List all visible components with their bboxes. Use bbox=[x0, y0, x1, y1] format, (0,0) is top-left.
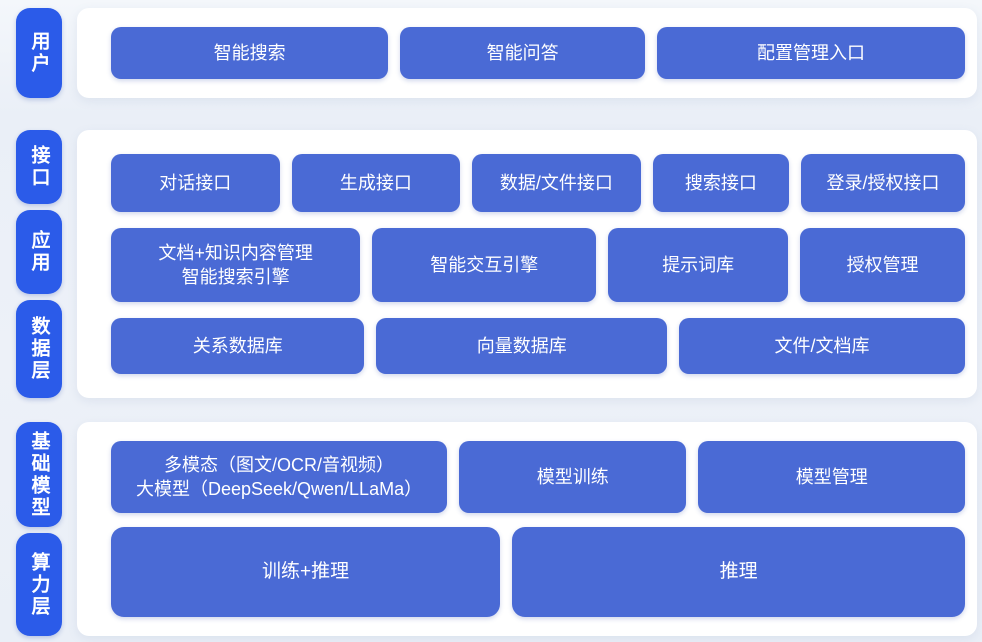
section-user-layer: 用户 智能搜索 智能问答 配置管理入口 bbox=[0, 8, 982, 98]
row-interfaces: 对话接口 生成接口 数据/文件接口 搜索接口 登录/授权接口 bbox=[111, 154, 965, 212]
layer-label-data-layer: 数据层 bbox=[16, 299, 62, 398]
box-file-doc-store: 文件/文档库 bbox=[679, 318, 965, 374]
box-config-management-entry: 配置管理入口 bbox=[657, 27, 965, 79]
box-model-training: 模型训练 bbox=[459, 441, 687, 513]
row-data-stores: 关系数据库 向量数据库 文件/文档库 bbox=[111, 318, 965, 374]
box-auth-management: 授权管理 bbox=[800, 228, 965, 302]
box-inference: 推理 bbox=[512, 527, 965, 617]
layer-label-interface: 接口 bbox=[16, 130, 62, 204]
layer-label-application: 应用 bbox=[16, 209, 62, 294]
box-line-1: 多模态（图文/OCR/音视频） bbox=[164, 454, 395, 475]
box-line-1: 文档+知识内容管理 bbox=[158, 242, 313, 263]
panel-model-compute: 多模态（图文/OCR/音视频） 大模型（DeepSeek/Qwen/LLaMa）… bbox=[77, 422, 977, 636]
box-vector-db: 向量数据库 bbox=[376, 318, 668, 374]
panel-interface-app-data: 对话接口 生成接口 数据/文件接口 搜索接口 登录/授权接口 文档+知识内容管理… bbox=[77, 130, 977, 398]
section-interface-app-data: 接口 应用 数据层 对话接口 生成接口 数据/文件接口 搜索接口 登录/授权接口… bbox=[0, 130, 982, 398]
row-compute: 训练+推理 推理 bbox=[111, 527, 965, 617]
box-doc-knowledge-search-engine: 文档+知识内容管理 智能搜索引擎 bbox=[111, 228, 361, 302]
panel-user-layer: 智能搜索 智能问答 配置管理入口 bbox=[77, 8, 977, 98]
box-login-auth-api: 登录/授权接口 bbox=[801, 154, 965, 212]
box-dialog-api: 对话接口 bbox=[111, 154, 280, 212]
box-training-inference: 训练+推理 bbox=[111, 527, 501, 617]
box-model-management: 模型管理 bbox=[698, 441, 965, 513]
box-search-api: 搜索接口 bbox=[652, 154, 790, 212]
box-line-2: 大模型（DeepSeek/Qwen/LLaMa） bbox=[135, 479, 423, 499]
section-model-compute: 基础模型 算力层 多模态（图文/OCR/音视频） 大模型（DeepSeek/Qw… bbox=[0, 422, 982, 636]
box-generation-api: 生成接口 bbox=[291, 154, 461, 212]
box-smart-qa: 智能问答 bbox=[400, 27, 646, 79]
box-multimodal-llm: 多模态（图文/OCR/音视频） 大模型（DeepSeek/Qwen/LLaMa） bbox=[111, 441, 448, 513]
layer-label-compute-layer: 算力层 bbox=[16, 533, 62, 636]
box-prompt-library: 提示词库 bbox=[608, 228, 789, 302]
layer-labels-column: 基础模型 算力层 bbox=[16, 422, 62, 636]
box-line-2: 智能搜索引擎 bbox=[181, 267, 290, 287]
box-smart-search: 智能搜索 bbox=[111, 27, 389, 79]
box-interactive-engine: 智能交互引擎 bbox=[372, 228, 597, 302]
layer-labels-column: 接口 应用 数据层 bbox=[16, 130, 62, 398]
row-foundation-models: 多模态（图文/OCR/音视频） 大模型（DeepSeek/Qwen/LLaMa）… bbox=[111, 441, 965, 513]
box-relational-db: 关系数据库 bbox=[111, 318, 365, 374]
box-data-file-api: 数据/文件接口 bbox=[472, 154, 641, 212]
row-user-entries: 智能搜索 智能问答 配置管理入口 bbox=[111, 27, 965, 79]
layer-label-user: 用户 bbox=[16, 8, 62, 98]
row-applications: 文档+知识内容管理 智能搜索引擎 智能交互引擎 提示词库 授权管理 bbox=[111, 228, 965, 302]
layer-label-foundation-model: 基础模型 bbox=[16, 422, 62, 528]
layer-labels-column: 用户 bbox=[16, 8, 62, 98]
